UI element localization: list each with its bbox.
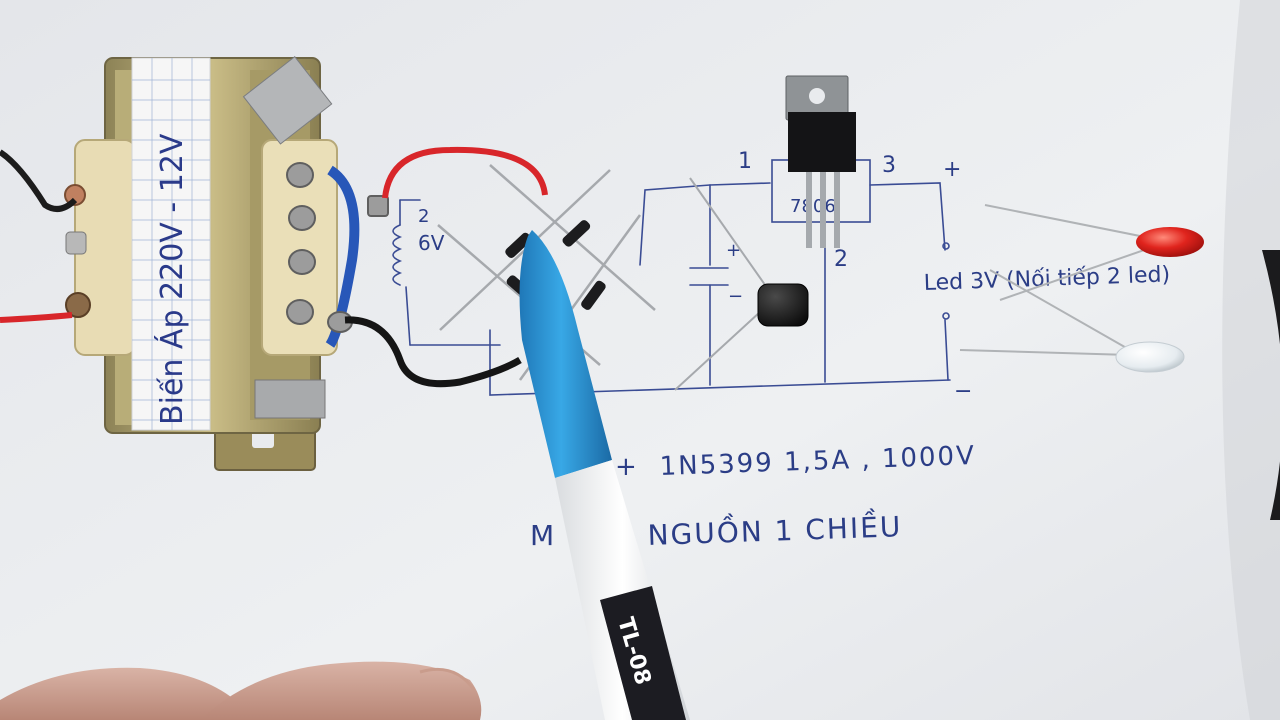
- diode-spec-prefix: +: [615, 452, 637, 482]
- pin-3-label: 3: [882, 153, 896, 178]
- transformer-tape: Biến Áp 220V - 12V: [131, 57, 211, 431]
- output-minus-label: −: [954, 379, 972, 404]
- fingers: [0, 661, 482, 720]
- dark-object-edge: [1262, 250, 1280, 520]
- schematic-lines: [392, 159, 951, 396]
- tape-label: Biến Áp 220V - 12V: [154, 133, 190, 425]
- secondary-terminals: [286, 162, 389, 333]
- clear-led: [959, 269, 1185, 373]
- red-secondary-wire: [382, 146, 548, 199]
- output-plus-label: +: [943, 157, 961, 182]
- capacitor-minus-label: −: [728, 286, 743, 307]
- pin-1-label: 1: [738, 149, 752, 174]
- secondary-voltage-label: 6V: [418, 231, 445, 255]
- red-led: [984, 204, 1204, 301]
- capacitor-plus-label: +: [726, 240, 741, 261]
- title-prefix: M: [530, 519, 554, 552]
- secondary-count-label: 2: [418, 206, 429, 227]
- black-secondary-wire: [344, 316, 522, 388]
- primary-terminal-top: [64, 184, 86, 206]
- red-mains-wire: [0, 312, 73, 323]
- primary-terminal-bottom: [65, 292, 91, 318]
- electrolytic-capacitor: [674, 177, 809, 391]
- regulator-label: 7806: [790, 196, 836, 217]
- ballpoint-pen: TL-08: [519, 230, 690, 720]
- transformer: Biến Áp 220V - 12V: [64, 55, 389, 471]
- pin-2-label: 2: [834, 247, 848, 272]
- voltage-regulator: [785, 75, 856, 248]
- black-mains-wire: [0, 149, 78, 212]
